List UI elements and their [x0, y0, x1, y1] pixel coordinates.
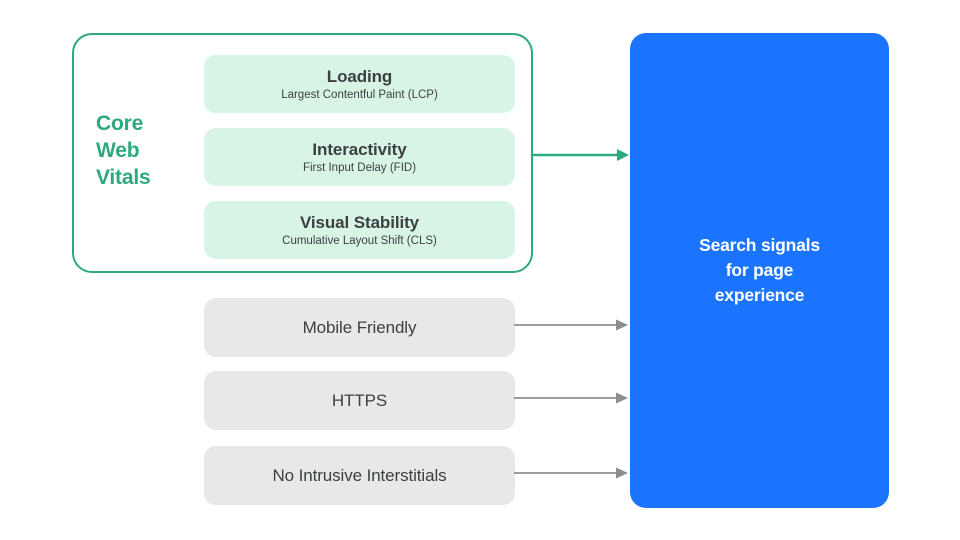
signal-title: HTTPS — [331, 391, 388, 410]
signal-title: No Intrusive Interstitials — [272, 466, 447, 485]
arrow-gray-https-icon — [514, 392, 628, 404]
metric-card-interactivity: Interactivity First Input Delay (FID) — [204, 128, 515, 186]
metric-title: Visual Stability — [299, 212, 420, 232]
signal-card-mobile-friendly: Mobile Friendly — [204, 298, 515, 357]
core-web-vitals-label: Core Web Vitals — [96, 110, 196, 191]
metric-subtitle: First Input Delay (FID) — [302, 161, 417, 174]
metric-card-loading: Loading Largest Contentful Paint (LCP) — [204, 55, 515, 113]
metric-title: Loading — [326, 66, 393, 86]
arrow-gray-no-intrusive-interstitials-icon — [514, 467, 628, 479]
signal-title: Mobile Friendly — [302, 318, 417, 337]
signal-card-no-intrusive-interstitials: No Intrusive Interstitials — [204, 446, 515, 505]
core-web-vitals-group — [72, 33, 533, 273]
search-signals-panel-text: Search signals for page experience — [699, 235, 820, 305]
arrow-green-core-web-vitals-icon — [531, 149, 629, 161]
metric-subtitle: Largest Contentful Paint (LCP) — [281, 88, 438, 101]
core-web-vitals-label-line-1: Core — [96, 112, 144, 135]
search-signals-panel: Search signals for page experience — [630, 33, 889, 508]
metric-card-visual-stability: Visual Stability Cumulative Layout Shift… — [204, 201, 515, 259]
core-web-vitals-label-line-3: Vitals — [96, 166, 151, 189]
metric-title: Interactivity — [312, 139, 407, 159]
metric-subtitle: Cumulative Layout Shift (CLS) — [282, 234, 437, 247]
arrow-gray-mobile-friendly-icon — [514, 319, 628, 331]
core-web-vitals-label-line-2: Web — [96, 139, 140, 162]
signal-card-https: HTTPS — [204, 371, 515, 430]
